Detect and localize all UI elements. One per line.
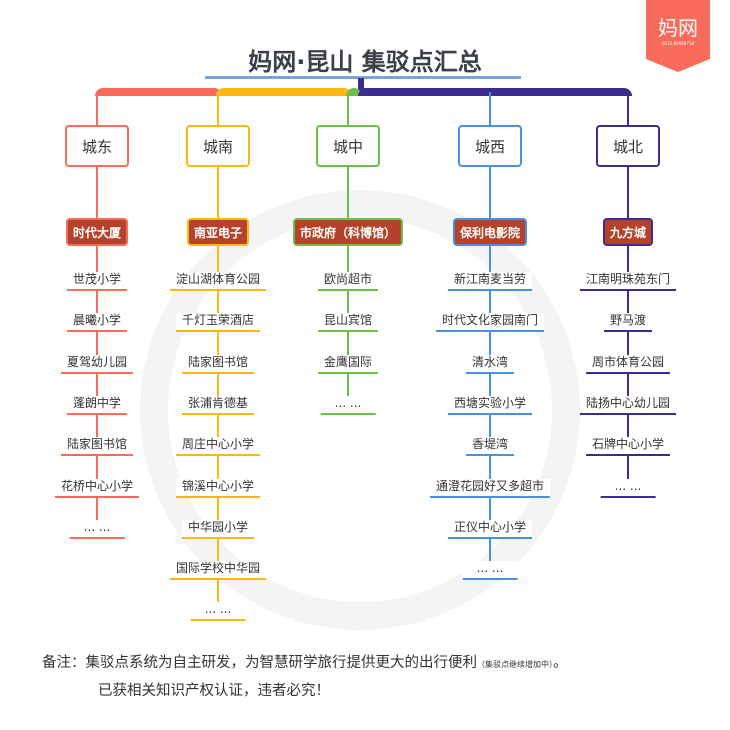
- connector-bar: [358, 88, 632, 96]
- hub-box: 九方城: [602, 218, 654, 246]
- stop-item: ... ...: [190, 602, 246, 622]
- footnote: 备注：集驳点系统为自主研发，为智慧研学旅行提供更大的出行便利（集驳点继续增加中）…: [42, 655, 568, 699]
- stop-item: 国际学校中华园: [169, 561, 267, 581]
- column-line: [627, 92, 629, 497]
- stop-item: 西塘实验小学: [447, 395, 533, 415]
- stop-item: 张浦肯德基: [181, 395, 255, 415]
- hub-box: 保利电影院: [452, 218, 528, 246]
- stop-item: 正仪中心小学: [447, 519, 533, 539]
- stop-item: 夏驾幼儿园: [60, 354, 134, 374]
- stop-item: 通澄花园好又多超市: [429, 478, 551, 498]
- category-box: 城西: [458, 125, 522, 167]
- stop-item: 锦溪中心小学: [175, 478, 261, 498]
- stop-item: 香堤湾: [465, 437, 515, 457]
- stop-item: 花桥中心小学: [54, 478, 140, 498]
- stop-item: 蓬朗中学: [66, 395, 128, 415]
- stop-item: 清水湾: [465, 354, 515, 374]
- connector-bar: [346, 88, 362, 96]
- stop-item: 石牌中心小学: [585, 437, 671, 457]
- stop-item: ... ...: [320, 395, 376, 415]
- hub-box: 市政府（科博馆）: [292, 218, 404, 246]
- stop-item: 野马渡: [603, 313, 653, 333]
- category-box: 城东: [65, 125, 129, 167]
- hub-box: 南亚电子: [186, 218, 250, 246]
- stop-item: 周庄中心小学: [175, 437, 261, 457]
- brand-logo: 妈网 0512-83668718: [646, 0, 710, 72]
- column-line: [489, 92, 491, 580]
- connector-bar: [95, 88, 222, 96]
- stop-item: 江南明珠苑东门: [579, 272, 677, 291]
- stop-item: 欧尚超市: [317, 272, 379, 291]
- stop-item: 陆家图书馆: [60, 437, 134, 457]
- stop-item: 陆扬中心幼儿园: [579, 395, 677, 415]
- stop-item: 时代文化家园南门: [435, 313, 545, 333]
- column-line: [347, 92, 349, 414]
- stop-item: 昆山宾馆: [317, 313, 379, 333]
- hub-box: 时代大厦: [65, 218, 129, 246]
- title-underline: [205, 76, 521, 79]
- stop-item: 周市体育公园: [585, 354, 671, 374]
- stop-item: 世茂小学: [66, 272, 128, 291]
- stop-item: 晨曦小学: [66, 313, 128, 333]
- connector-bar: [216, 88, 352, 96]
- stop-item: ... ...: [600, 478, 656, 498]
- stop-item: 中华园小学: [181, 519, 255, 539]
- category-box: 城北: [596, 125, 660, 167]
- category-box: 城中: [316, 125, 380, 167]
- stop-item: 新江南麦当劳: [447, 272, 533, 291]
- stop-item: 金鹰国际: [317, 354, 379, 374]
- category-box: 城南: [186, 125, 250, 167]
- stop-item: ... ...: [69, 519, 125, 539]
- connector-stem: [358, 78, 364, 92]
- stop-item: 淀山湖体育公园: [169, 272, 267, 291]
- stop-item: 陆家图书馆: [181, 354, 255, 374]
- stop-item: 千灯玉荣酒店: [175, 313, 261, 333]
- stop-item: ... ...: [462, 561, 518, 581]
- page-title: 妈网·昆山 集驳点汇总: [248, 48, 482, 76]
